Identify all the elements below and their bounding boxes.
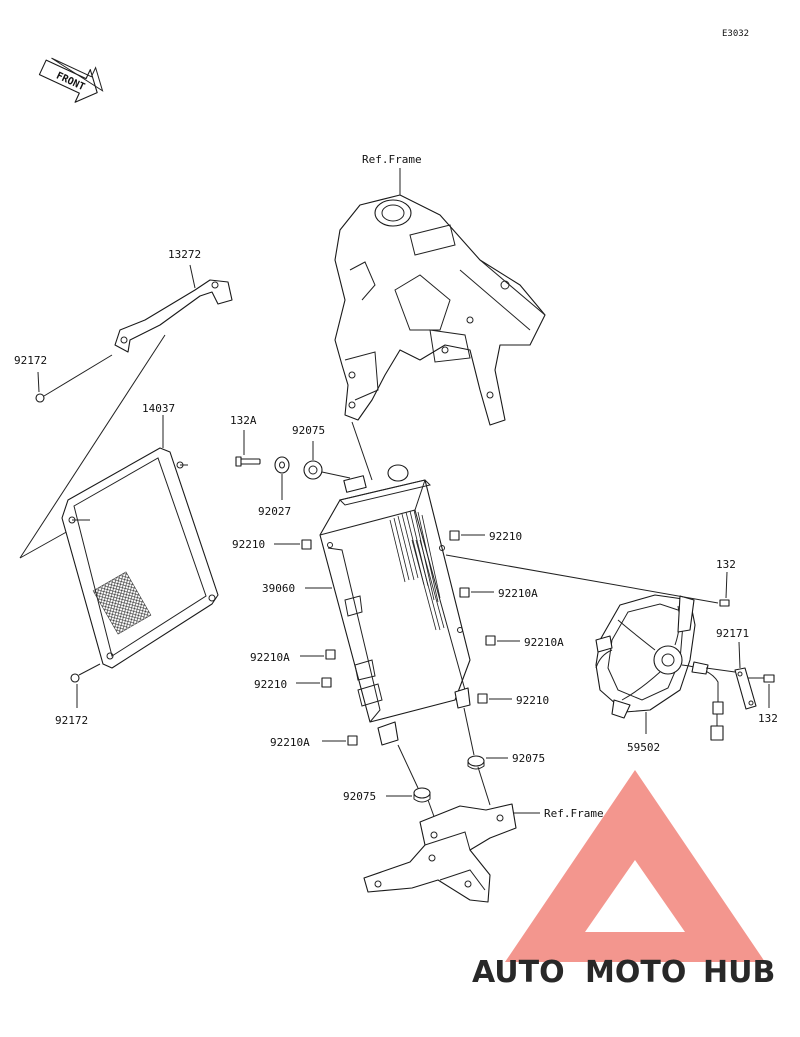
- label-132A: 132A: [230, 414, 257, 427]
- watermark-hub: HUB: [703, 955, 775, 990]
- bolt-92172-bottom: [70, 663, 101, 683]
- clip-92210A-left-2: [347, 735, 358, 746]
- label-92075-low: 92075: [343, 790, 376, 803]
- radiator-39060: [319, 464, 471, 746]
- clip-92210-left-1: [301, 539, 312, 550]
- clip-92210-right-2: [477, 693, 488, 704]
- leader-radiator-grommet-mid: [463, 707, 475, 756]
- leader-radiator-grommet-low: [397, 744, 419, 789]
- grommet-92075-mid: [467, 755, 485, 770]
- front-arrow-icon: FRONT: [38, 57, 104, 103]
- label-92075-top: 92075: [292, 424, 325, 437]
- clip-92210A-left-1: [325, 649, 336, 660]
- leader-132-top-radiator: [445, 554, 719, 604]
- bolt-132-right: [763, 674, 775, 683]
- bolt-92172-top: [35, 354, 113, 403]
- clip-92210A-right-2: [485, 635, 496, 646]
- label-92210A-r2: 92210A: [524, 636, 564, 649]
- label-92171: 92171: [716, 627, 749, 640]
- watermark-auto: AUTO: [472, 955, 565, 990]
- label-92210A-l2: 92210A: [270, 736, 310, 749]
- washer-92027: [274, 456, 290, 474]
- label-59502: 59502: [627, 741, 660, 754]
- leader-grommet-radiator: [321, 471, 351, 479]
- label-92210A-l1: 92210A: [250, 651, 290, 664]
- leader-13272: [189, 264, 196, 289]
- clip-92210A-right-1: [459, 587, 470, 598]
- label-92172-bottom: 92172: [55, 714, 88, 727]
- leader-132-top: [725, 571, 728, 599]
- guide-line-b: [19, 529, 71, 559]
- label-132-top: 132: [716, 558, 736, 571]
- label-92210-r1: 92210: [489, 530, 522, 543]
- clip-92210-left-2: [321, 677, 332, 688]
- grommet-92075-top: [303, 460, 323, 480]
- label-92210-l2: 92210: [254, 678, 287, 691]
- bolt-132-top: [719, 599, 730, 607]
- watermark-moto: MOTO: [585, 955, 686, 990]
- label-39060: 39060: [262, 582, 295, 595]
- ref-frame-bottom-label: Ref.Frame: [544, 807, 604, 820]
- frame-bottom-bracket: [363, 803, 517, 903]
- leader-frame-radiator: [351, 421, 373, 481]
- fan-assembly-59502: [595, 594, 724, 741]
- leader-92172-top: [37, 371, 40, 393]
- label-92210A-r1: 92210A: [498, 587, 538, 600]
- label-14037: 14037: [142, 402, 175, 415]
- leader-92171: [738, 641, 741, 669]
- label-132-right: 132: [758, 712, 778, 725]
- ref-frame-top-label: Ref.Frame: [362, 153, 422, 166]
- watermark-logo: AUTO MOTO HUB: [472, 770, 775, 990]
- leader-fan-bracket: [705, 667, 736, 673]
- grommet-92075-low: [413, 787, 431, 803]
- label-92210-r2: 92210: [516, 694, 549, 707]
- label-13272: 13272: [168, 248, 201, 261]
- bracket-13272: [114, 279, 233, 353]
- label-92210-l1: 92210: [232, 538, 265, 551]
- radiator-screen-14037: [61, 447, 219, 669]
- diagram-code: E3032: [722, 29, 749, 39]
- label-92027: 92027: [258, 505, 291, 518]
- label-92075-mid: 92075: [512, 752, 545, 765]
- leader-grommet-bracket-b: [477, 766, 491, 806]
- guide-line-a: [19, 334, 166, 559]
- bracket-92171: [734, 667, 757, 710]
- clip-92210-right-1: [449, 530, 460, 541]
- bolt-132A: [235, 456, 261, 467]
- frame-top: [334, 194, 546, 426]
- label-92172-top: 92172: [14, 354, 47, 367]
